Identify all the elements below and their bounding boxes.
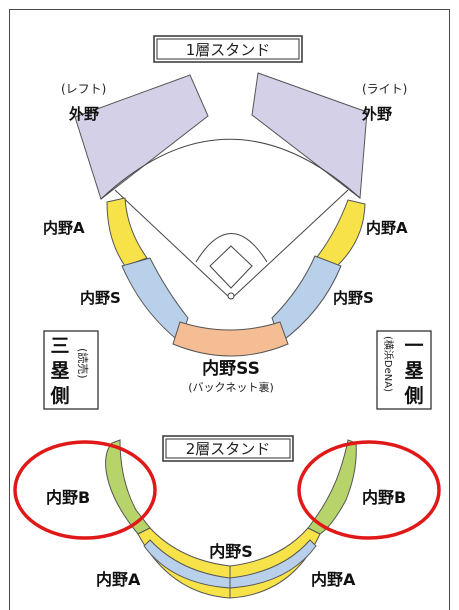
right-outfield-tag: (ライト): [362, 82, 407, 96]
diagram-frame: [9, 9, 450, 610]
right-infield-b-label: 内野B: [362, 488, 406, 507]
right-infield-a2-label: 内野A: [311, 570, 356, 589]
field-outline: [100, 138, 361, 200]
right-infield-s-label: 内野S: [333, 289, 374, 307]
right-infield-a-section[interactable]: [316, 199, 366, 267]
diamond: [209, 245, 253, 289]
left-infield-s-label: 内野S: [80, 289, 121, 307]
right-outfield-label: 外野: [361, 105, 392, 123]
left-outfield-tag: (レフト): [61, 82, 106, 96]
left-foul-line: [114, 189, 232, 300]
first-base-side-box: (横浜DeNA) 一 塁 側: [376, 330, 432, 410]
third-base-char-2: 塁: [50, 360, 69, 382]
level2-title-box: 2層スタンド: [162, 435, 294, 462]
first-base-char-3: 側: [403, 385, 423, 407]
level1-title: 1層スタンド: [186, 41, 271, 59]
infield-ss-label: 内野SS: [202, 358, 260, 379]
right-infield-a2-section[interactable]: [229, 527, 321, 599]
infield-s2-section[interactable]: [143, 539, 317, 589]
right-infield-a-label: 内野A: [366, 219, 408, 237]
infield-ss-section[interactable]: [172, 321, 289, 357]
infield-ss-note: (バックネット裏): [188, 380, 274, 394]
left-infield-a-label: 内野A: [43, 219, 85, 237]
third-base-char-1: 三: [50, 335, 69, 357]
third-base-team: (読売): [76, 348, 90, 379]
right-outfield-section[interactable]: [251, 72, 368, 199]
left-infield-b-label: 内野B: [46, 488, 90, 507]
infield-arc: [195, 233, 268, 263]
first-base-char-1: 一: [404, 335, 423, 357]
third-base-side-box: 三 塁 側 (読売): [43, 330, 99, 410]
infield-s2-label: 内野S: [209, 542, 253, 561]
right-highlight-circle: [297, 440, 441, 540]
first-base-char-2: 塁: [404, 360, 423, 382]
left-infield-b-section[interactable]: [105, 439, 151, 535]
level1-title-box: 1層スタンド: [153, 35, 303, 63]
home-plate: [227, 292, 235, 300]
left-infield-a2-section[interactable]: [137, 527, 231, 599]
left-infield-a2-label: 内野A: [96, 570, 141, 589]
left-outfield-section[interactable]: [74, 74, 209, 200]
left-outfield-label: 外野: [68, 105, 99, 123]
left-highlight-circle: [13, 440, 157, 540]
level2-title: 2層スタンド: [186, 440, 271, 458]
left-infield-a-section[interactable]: [106, 197, 148, 267]
third-base-char-3: 側: [49, 385, 69, 407]
right-foul-line: [230, 189, 349, 300]
first-base-team: (横浜DeNA): [382, 336, 395, 392]
